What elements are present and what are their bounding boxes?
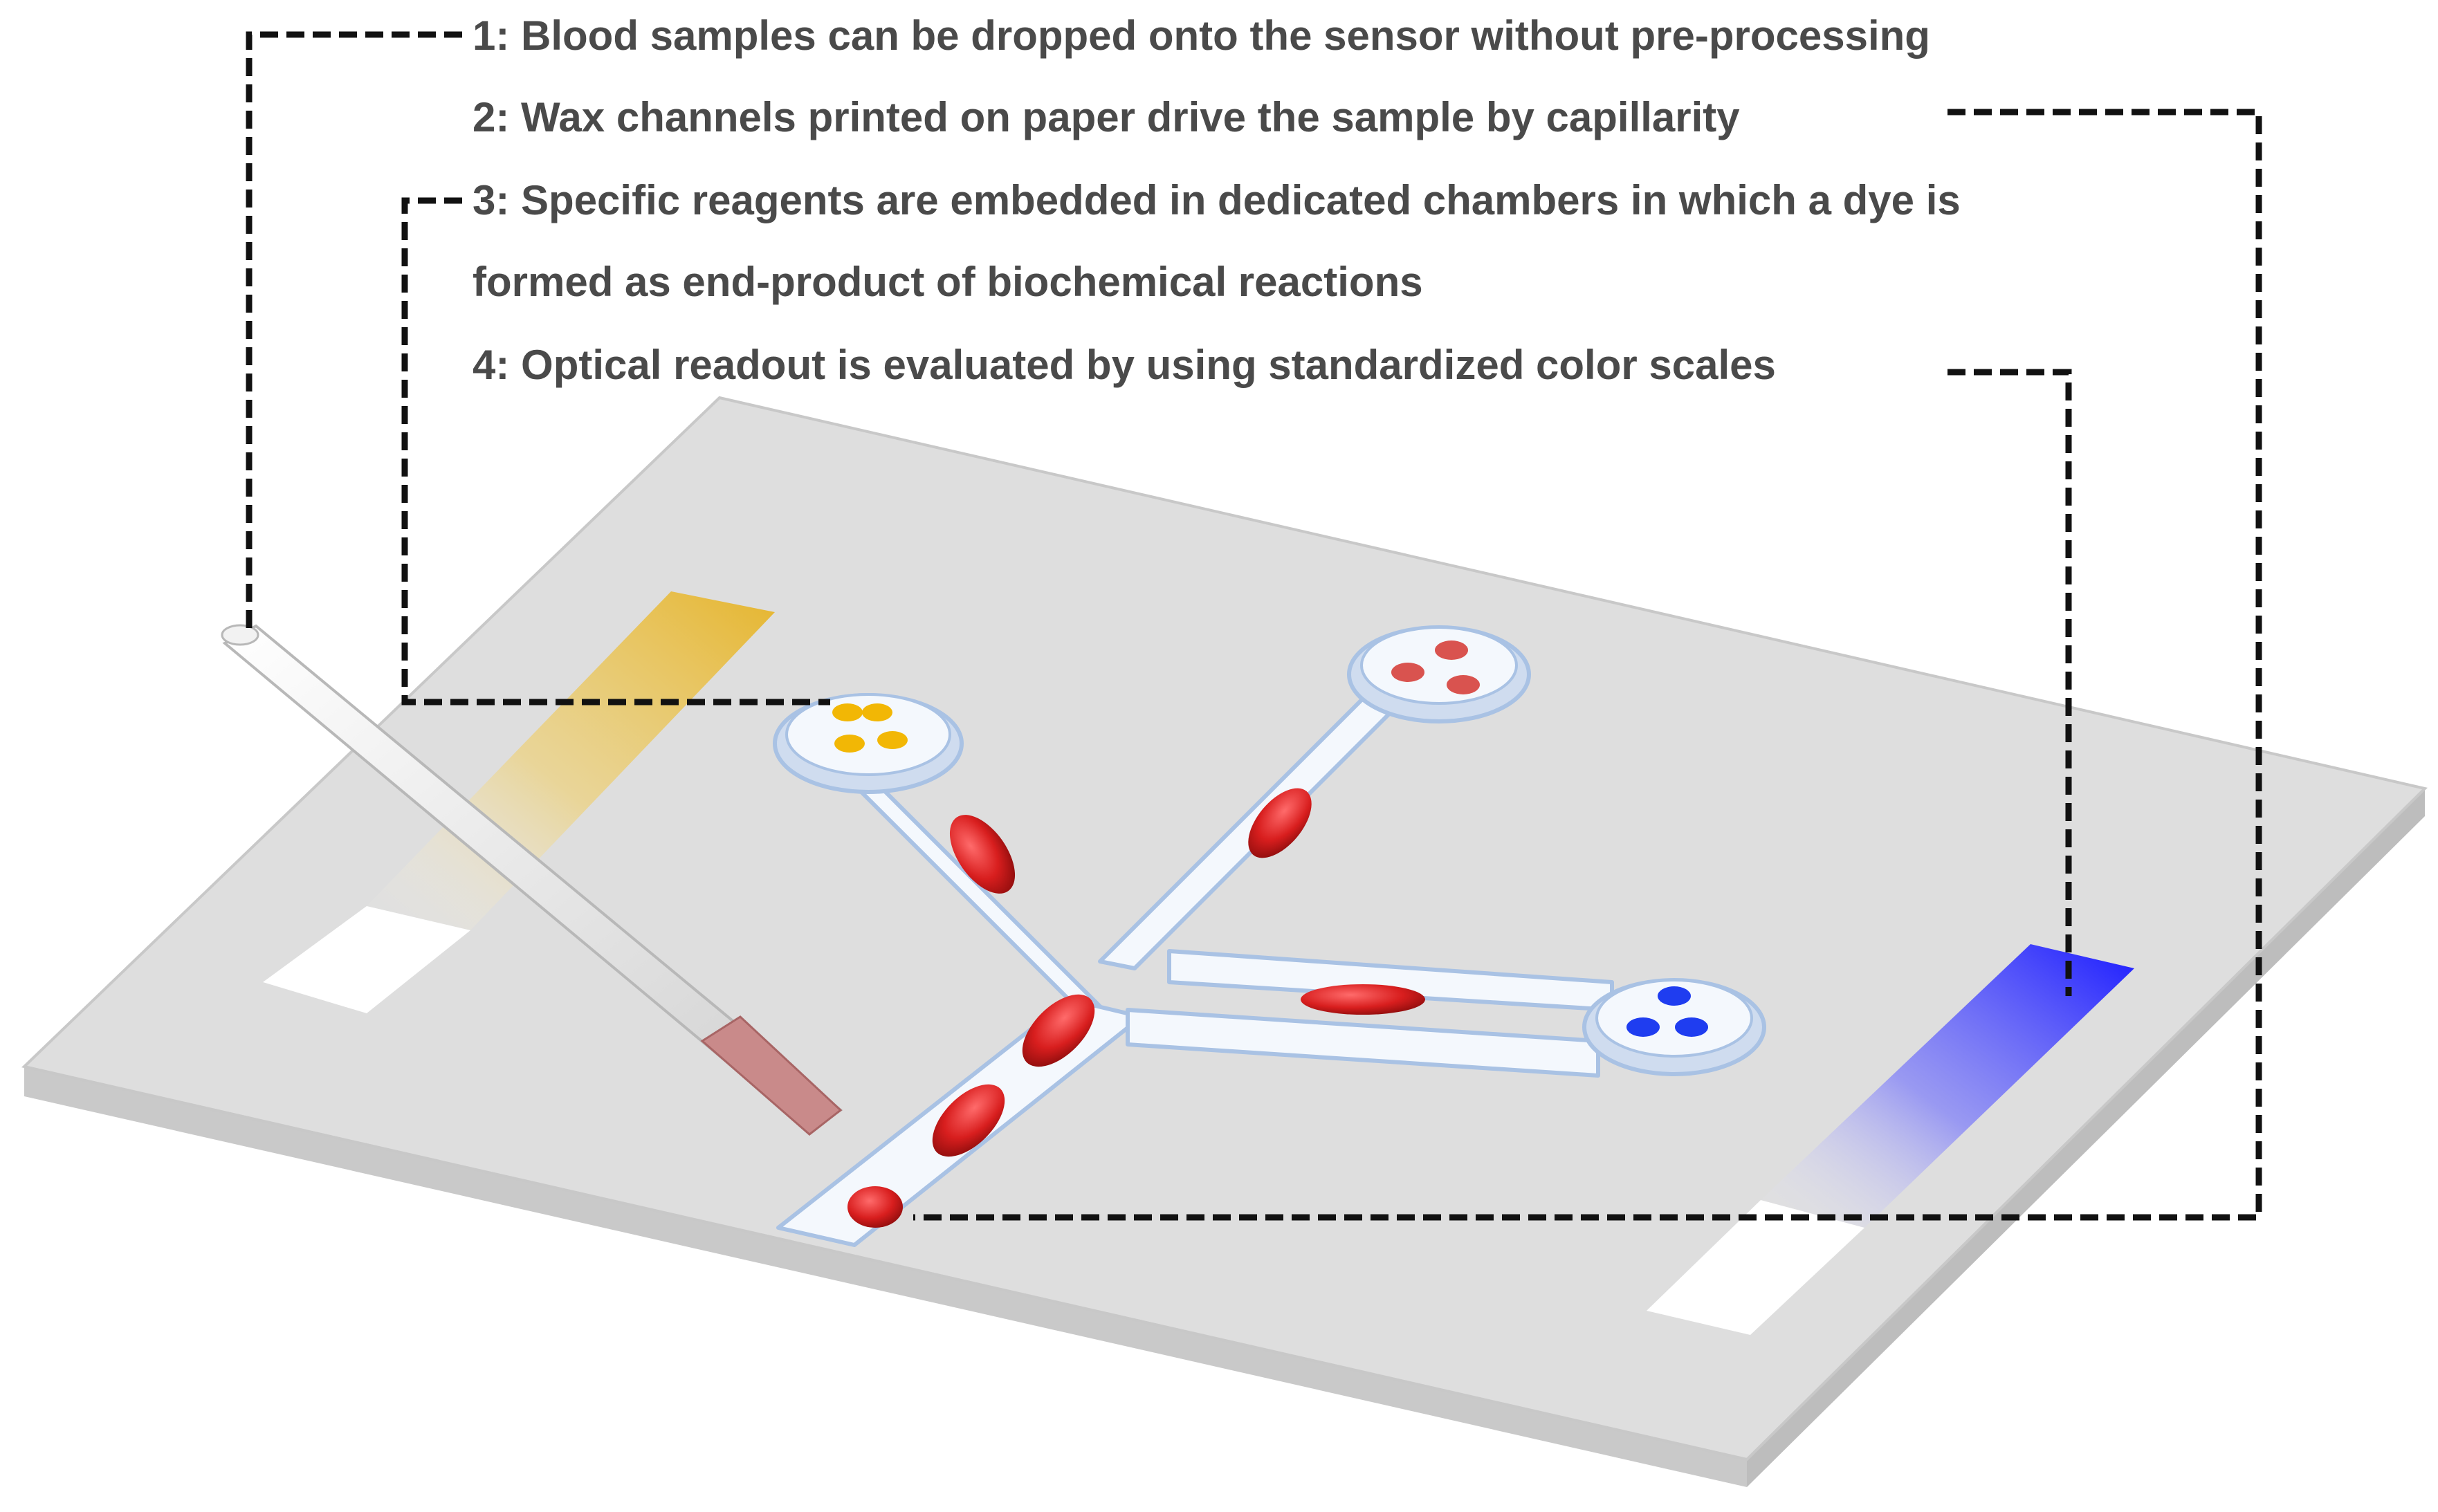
plate-right-edge: [1747, 789, 2425, 1487]
reagent-dot: [1435, 640, 1468, 660]
leader-line-step1: [246, 31, 462, 629]
chamber-blue: [1582, 978, 1766, 1076]
caption-step-3-line-1: 3: Specific reagents are embedded in ded…: [473, 177, 1961, 223]
reagent-dot: [834, 735, 865, 753]
caption-step-1: 1: Blood samples can be dropped onto the…: [473, 12, 1930, 59]
leader-line-step4: [1947, 369, 2072, 996]
caption-step-3-line-2: formed as end-product of biochemical rea…: [473, 259, 1423, 305]
reagent-dot: [832, 703, 863, 721]
capillary-tube-icon: [221, 624, 843, 1136]
yellow-scale-white-patch: [263, 906, 470, 1013]
caption-step-2: 2: Wax channels printed on paper drive t…: [473, 94, 1740, 140]
caption-list: 1: Blood samples can be dropped onto the…: [473, 12, 1961, 388]
reagent-dot: [1447, 675, 1480, 694]
reagent-dot: [1675, 1017, 1708, 1037]
blood-drop-icon: [932, 1084, 1005, 1157]
leader-line-step2: [913, 109, 2262, 1221]
blood-drop-icon: [1301, 984, 1425, 1015]
reagent-dot: [1658, 986, 1691, 1006]
leader-line-step3: [401, 197, 830, 706]
blood-drop-icon: [949, 815, 1016, 894]
blood-drop-icon: [1022, 994, 1095, 1067]
blue-scale-white-patch: [1647, 1200, 1864, 1335]
reagent-dot: [1626, 1017, 1660, 1037]
reagent-dot: [1391, 663, 1424, 682]
blood-drop-icon: [1248, 788, 1312, 858]
chamber-red: [1347, 625, 1531, 723]
tube-blood-fill: [700, 1015, 843, 1136]
reagent-dot: [877, 731, 908, 749]
blood-drop-icon: [847, 1186, 903, 1228]
reagent-dot: [862, 703, 892, 721]
leader-lines: [246, 31, 2262, 1221]
blood-plugs: [847, 788, 1425, 1228]
plate-front-edge: [24, 1067, 1747, 1487]
caption-step-4: 4: Optical readout is evaluated by using…: [473, 342, 1776, 388]
blue-color-scale: [1647, 944, 2134, 1335]
channel-lower-right-branch: [1126, 1008, 1600, 1078]
chamber-yellow: [773, 693, 964, 794]
